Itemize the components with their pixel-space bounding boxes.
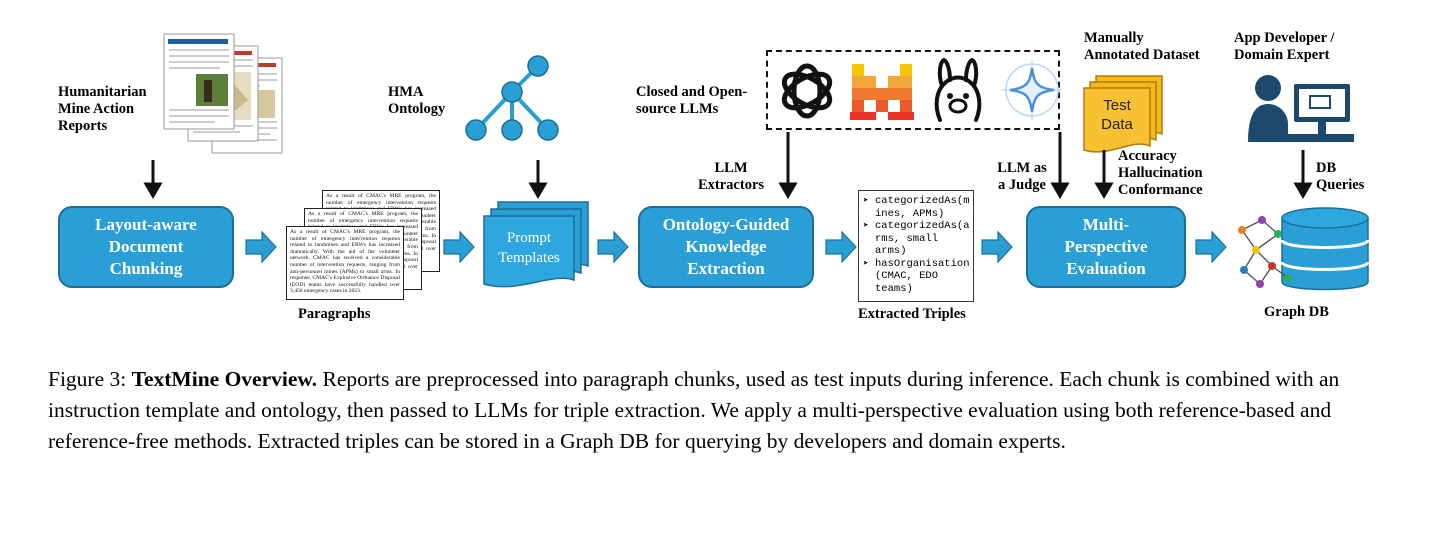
test-data-stack-icon (1083, 75, 1163, 153)
triple-item: ➤categorizedAs(a rms, small arms) (863, 220, 970, 257)
caption-figure-number: Figure 3: (48, 367, 132, 391)
figure-caption: Figure 3: TextMine Overview. Reports are… (48, 364, 1418, 457)
dataset-label: Manually Annotated Dataset (1084, 30, 1200, 63)
chunking-box: Layout-aware Document Chunking (58, 206, 234, 288)
test-data-label: Test Data (1101, 97, 1133, 133)
openai-icon (781, 63, 833, 119)
ontology-tree-icon (465, 55, 559, 141)
graph-db-label: Graph DB (1264, 304, 1329, 320)
gemini-icon (1002, 60, 1062, 120)
reports-thumbnail-icon (163, 33, 283, 154)
llm-extractors-label: LLM Extractors (698, 160, 765, 193)
db-queries-label: DB Queries (1316, 160, 1365, 193)
paragraphs-label: Paragraphs (298, 306, 371, 322)
reports-label: Humanitarian Mine Action Reports (58, 84, 147, 134)
extraction-label: Ontology-Guided Knowledge Extraction (662, 215, 790, 278)
graph-db-icon (1238, 207, 1370, 291)
evaluation-label: Multi- Perspective Evaluation (1064, 215, 1148, 278)
mistral-icon (850, 64, 914, 120)
caption-title: TextMine Overview. (131, 367, 318, 391)
metrics-label: Accuracy Hallucination Conformance (1118, 148, 1203, 198)
llm-judge-label: LLM as a Judge (997, 160, 1047, 193)
extraction-box: Ontology-Guided Knowledge Extraction (638, 206, 814, 288)
ontology-label: HMA Ontology (388, 84, 446, 117)
paragraph-chunk-1: As a result of CMAC's MRE program, the n… (286, 226, 404, 300)
triple-item: ➤hasOrganisation (CMAC, EDO teams) (863, 257, 970, 295)
user-label: App Developer / Domain Expert (1234, 30, 1335, 63)
prompt-templates-stack (483, 201, 589, 288)
llms-label: Closed and Open- source LLMs (636, 84, 748, 117)
prompt-templates-label: Prompt Templates (498, 230, 560, 266)
caption-body: Reports are preprocessed into paragraph … (48, 367, 1340, 453)
llama-icon (934, 57, 982, 122)
extracted-triples-box: ➤categorizedAs(m ines, APMs) ➤categorize… (858, 190, 974, 302)
evaluation-box: Multi- Perspective Evaluation (1026, 206, 1186, 288)
chunking-label: Layout-aware Document Chunking (95, 215, 197, 278)
developer-at-computer-icon (1248, 75, 1354, 142)
triple-item: ➤categorizedAs(m ines, APMs) (863, 195, 970, 220)
triples-label: Extracted Triples (858, 306, 966, 322)
